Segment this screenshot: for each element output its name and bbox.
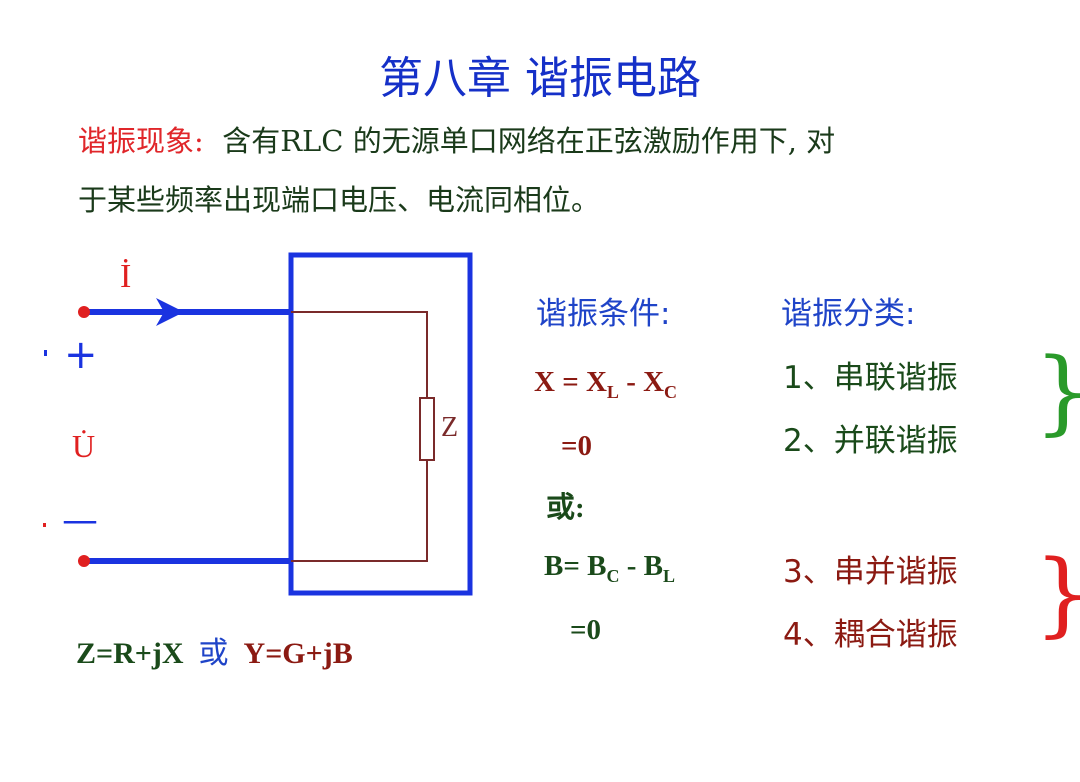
z-formula: Z=R+jX xyxy=(76,637,184,670)
class-item-3: 3、串并谐振 xyxy=(783,554,958,590)
class-item-4: 4、耦合谐振 xyxy=(783,617,958,653)
plus-sign: + xyxy=(64,332,98,378)
impedance-label: Z xyxy=(441,412,459,443)
stray-mark-icon xyxy=(44,350,47,356)
minus-sign: — xyxy=(62,500,98,541)
definition-label: 谐振现象: xyxy=(78,124,204,158)
bottom-terminal-icon xyxy=(78,555,90,567)
stray-mark-icon xyxy=(43,523,46,527)
brace-red-icon: } xyxy=(1034,548,1080,640)
top-terminal-icon xyxy=(78,306,90,318)
current-arrow-icon xyxy=(156,298,184,326)
definition-line-2: 于某些频率出现端口电压、电流同相位。 xyxy=(78,183,601,217)
b-condition: B= BC - BL xyxy=(544,550,675,586)
conditions-heading: 谐振条件: xyxy=(536,296,671,332)
brace-green-icon: } xyxy=(1034,346,1080,438)
inner-wire-top xyxy=(291,311,428,398)
definition-text-1: 含有RLC 的无源单口网络在正弦激励作用下, 对 xyxy=(222,124,836,158)
b-zero: =0 xyxy=(570,614,602,646)
class-item-2: 2、并联谐振 xyxy=(783,423,958,459)
x-zero: =0 xyxy=(561,430,593,462)
impedance-relation: Z=R+jX 或 Y=G+jB xyxy=(76,628,353,672)
voltage-label: U̇ xyxy=(72,428,96,464)
or-label: 或: xyxy=(546,492,585,524)
network-box xyxy=(288,252,473,596)
inner-wire-bottom xyxy=(291,460,428,562)
y-formula: Y=G+jB xyxy=(243,637,353,670)
definition-line-1: 谐振现象: 含有RLC 的无源单口网络在正弦激励作用下, 对 xyxy=(78,118,835,160)
x-condition: X = XL - XC xyxy=(534,366,678,402)
or-word: 或 xyxy=(198,636,229,671)
current-label: İ xyxy=(120,258,132,295)
class-item-1: 1、串联谐振 xyxy=(783,360,958,396)
classification-heading: 谐振分类: xyxy=(781,296,916,332)
page-title: 第八章 谐振电路 xyxy=(379,53,701,104)
impedance-resistor-icon xyxy=(419,397,435,461)
